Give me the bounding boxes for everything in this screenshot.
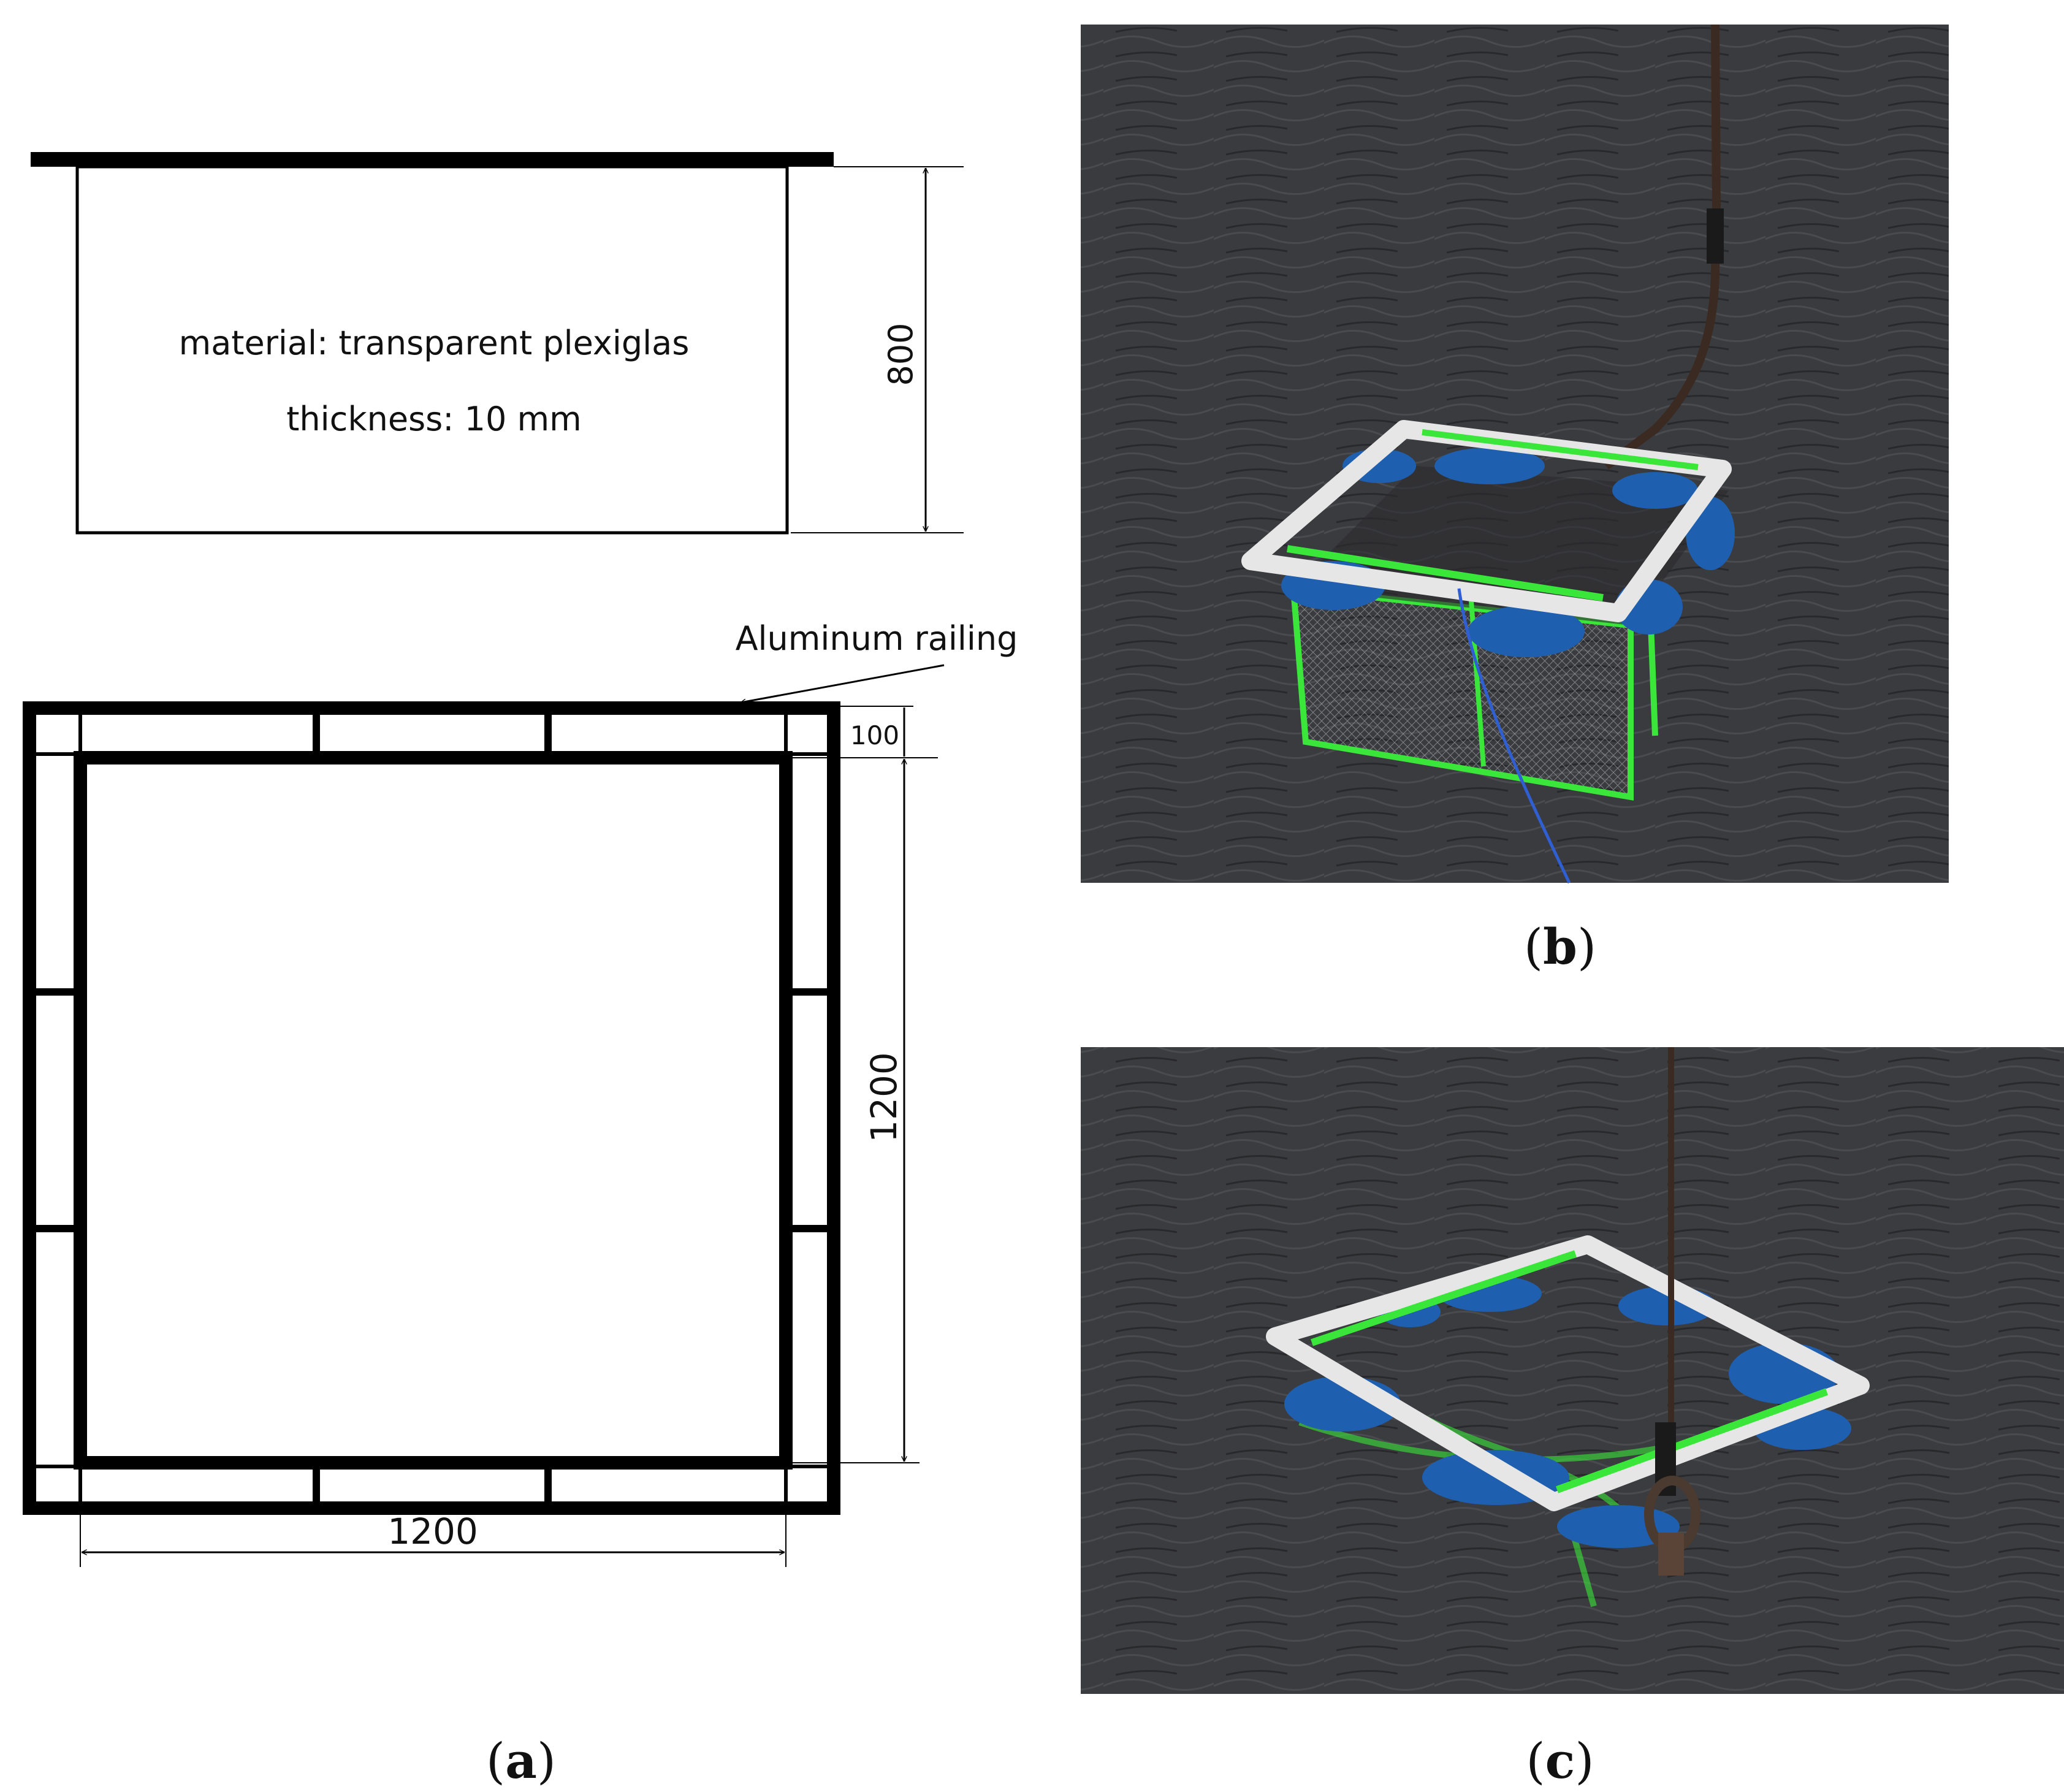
callout-leader: [741, 664, 945, 703]
caption-b: (b): [1524, 918, 1596, 975]
green-strap-c-back: [1311, 1250, 1577, 1346]
plexiglas-panel: [75, 165, 789, 535]
dimension-label-800: 800: [882, 322, 920, 386]
top-view: Aluminum railing 100 1200 1200: [23, 619, 1018, 1567]
top-plate: [31, 152, 834, 167]
green-strap-back: [1422, 429, 1699, 470]
green-strap-front: [1287, 545, 1604, 601]
cross-members: [29, 708, 834, 1508]
material-text: material: transparent plexiglas: [179, 324, 690, 362]
technical-drawing: material: transparent plexiglas thicknes…: [23, 152, 1018, 1567]
rail-lines: [29, 708, 834, 1508]
caption-c: (c): [1526, 1732, 1594, 1790]
rope-buckle: [1707, 208, 1724, 264]
dimension-label-100: 100: [850, 720, 899, 750]
svg-text:(a): (a): [486, 1732, 556, 1790]
svg-text:(b): (b): [1524, 918, 1596, 975]
inner-frame: [74, 751, 793, 1470]
thickness-text: thickness: 10 mm: [286, 400, 582, 438]
caption-a: (a): [486, 1732, 556, 1790]
hook: [1644, 1422, 1700, 1576]
outer-frame: [23, 701, 840, 1515]
photo-c: [1081, 1047, 2064, 1694]
caption-a-letter: a: [505, 1732, 537, 1790]
svg-text:(c): (c): [1526, 1732, 1594, 1790]
aluminum-railing-callout: Aluminum railing: [736, 619, 1018, 658]
caption-c-letter: c: [1545, 1732, 1575, 1790]
caption-b-letter: b: [1543, 918, 1577, 975]
aluminum-frame-c: [1266, 1235, 1870, 1511]
lifting-rope: [1603, 24, 1721, 470]
blue-line: [1457, 588, 1571, 884]
dimension-label-1200-vertical: 1200: [863, 1052, 905, 1143]
green-strap-c-front: [1555, 1388, 1829, 1493]
side-view: material: transparent plexiglas thicknes…: [31, 152, 964, 535]
dimension-label-1200-horizontal: 1200: [387, 1511, 478, 1552]
photo-b: [1081, 24, 1949, 884]
